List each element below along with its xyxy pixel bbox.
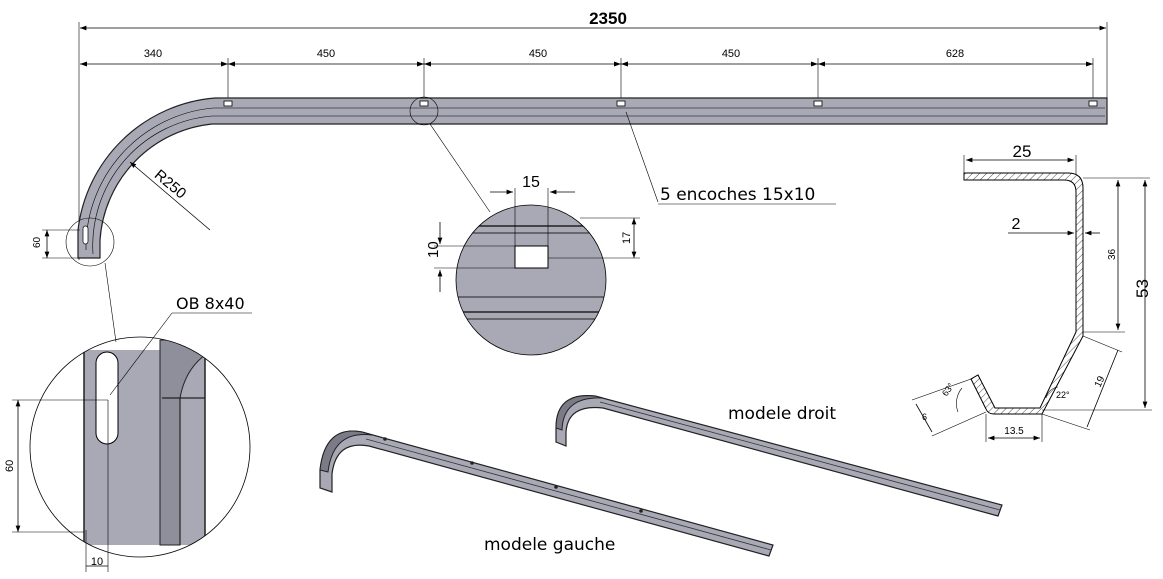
- notch-detail: 15 10 17: [425, 174, 640, 356]
- notches-label: 5 encoches 15x10: [660, 185, 815, 205]
- segment-dimensions: 340 450 450 450 628: [80, 48, 1094, 100]
- model-left-label: modele gauche: [484, 535, 615, 555]
- segment-3-label: 450: [529, 48, 547, 60]
- bottom-width-label: 13.5: [1004, 426, 1024, 437]
- total-height-label: 53: [1133, 279, 1152, 298]
- detail-marker-notch: [409, 96, 439, 126]
- segment-2-label: 450: [317, 48, 335, 60]
- lip-height-label: 6: [922, 412, 927, 422]
- notches-annotation: 5 encoches 15x10: [625, 111, 836, 205]
- detail-height-label: 60: [4, 460, 16, 472]
- oblong-detail: OB 8x40 60 10: [4, 294, 252, 572]
- notch-width-label: 15: [522, 174, 540, 191]
- detail-marker-end: [65, 217, 115, 267]
- top-width-label: 25: [1013, 142, 1032, 161]
- radius-dimension: R250: [129, 161, 211, 231]
- model-left: modele gauche: [319, 430, 774, 557]
- overall-length-label: 2350: [589, 9, 627, 28]
- profile-section: 25 2 36 53 19 22° 13.5 6 63°: [911, 142, 1152, 442]
- thickness-label: 2: [1012, 216, 1021, 233]
- end-height-label: 60: [32, 236, 43, 248]
- segment-4-label: 450: [722, 48, 740, 60]
- overall-length-dimension: 2350: [78, 9, 1108, 260]
- oblong-hole-label: OB 8x40: [176, 294, 245, 313]
- segment-5-label: 628: [946, 48, 964, 60]
- end-height-dimension: 60: [32, 229, 80, 259]
- rail-height-label: 17: [621, 232, 633, 244]
- model-right-label: modele droit: [728, 404, 836, 424]
- upper-height-label: 36: [1107, 248, 1118, 260]
- corner-angle-label: 22°: [1056, 390, 1070, 400]
- slant-length-label: 19: [1093, 374, 1108, 389]
- segment-1-label: 340: [144, 48, 162, 60]
- notch-slots: [223, 100, 1098, 107]
- model-right: modele droit: [555, 395, 1003, 517]
- notch-height-label: 10: [425, 241, 442, 258]
- main-rail: [77, 97, 1108, 259]
- lip-angle-label: 63°: [940, 381, 956, 398]
- detail-width-label: 10: [91, 556, 103, 568]
